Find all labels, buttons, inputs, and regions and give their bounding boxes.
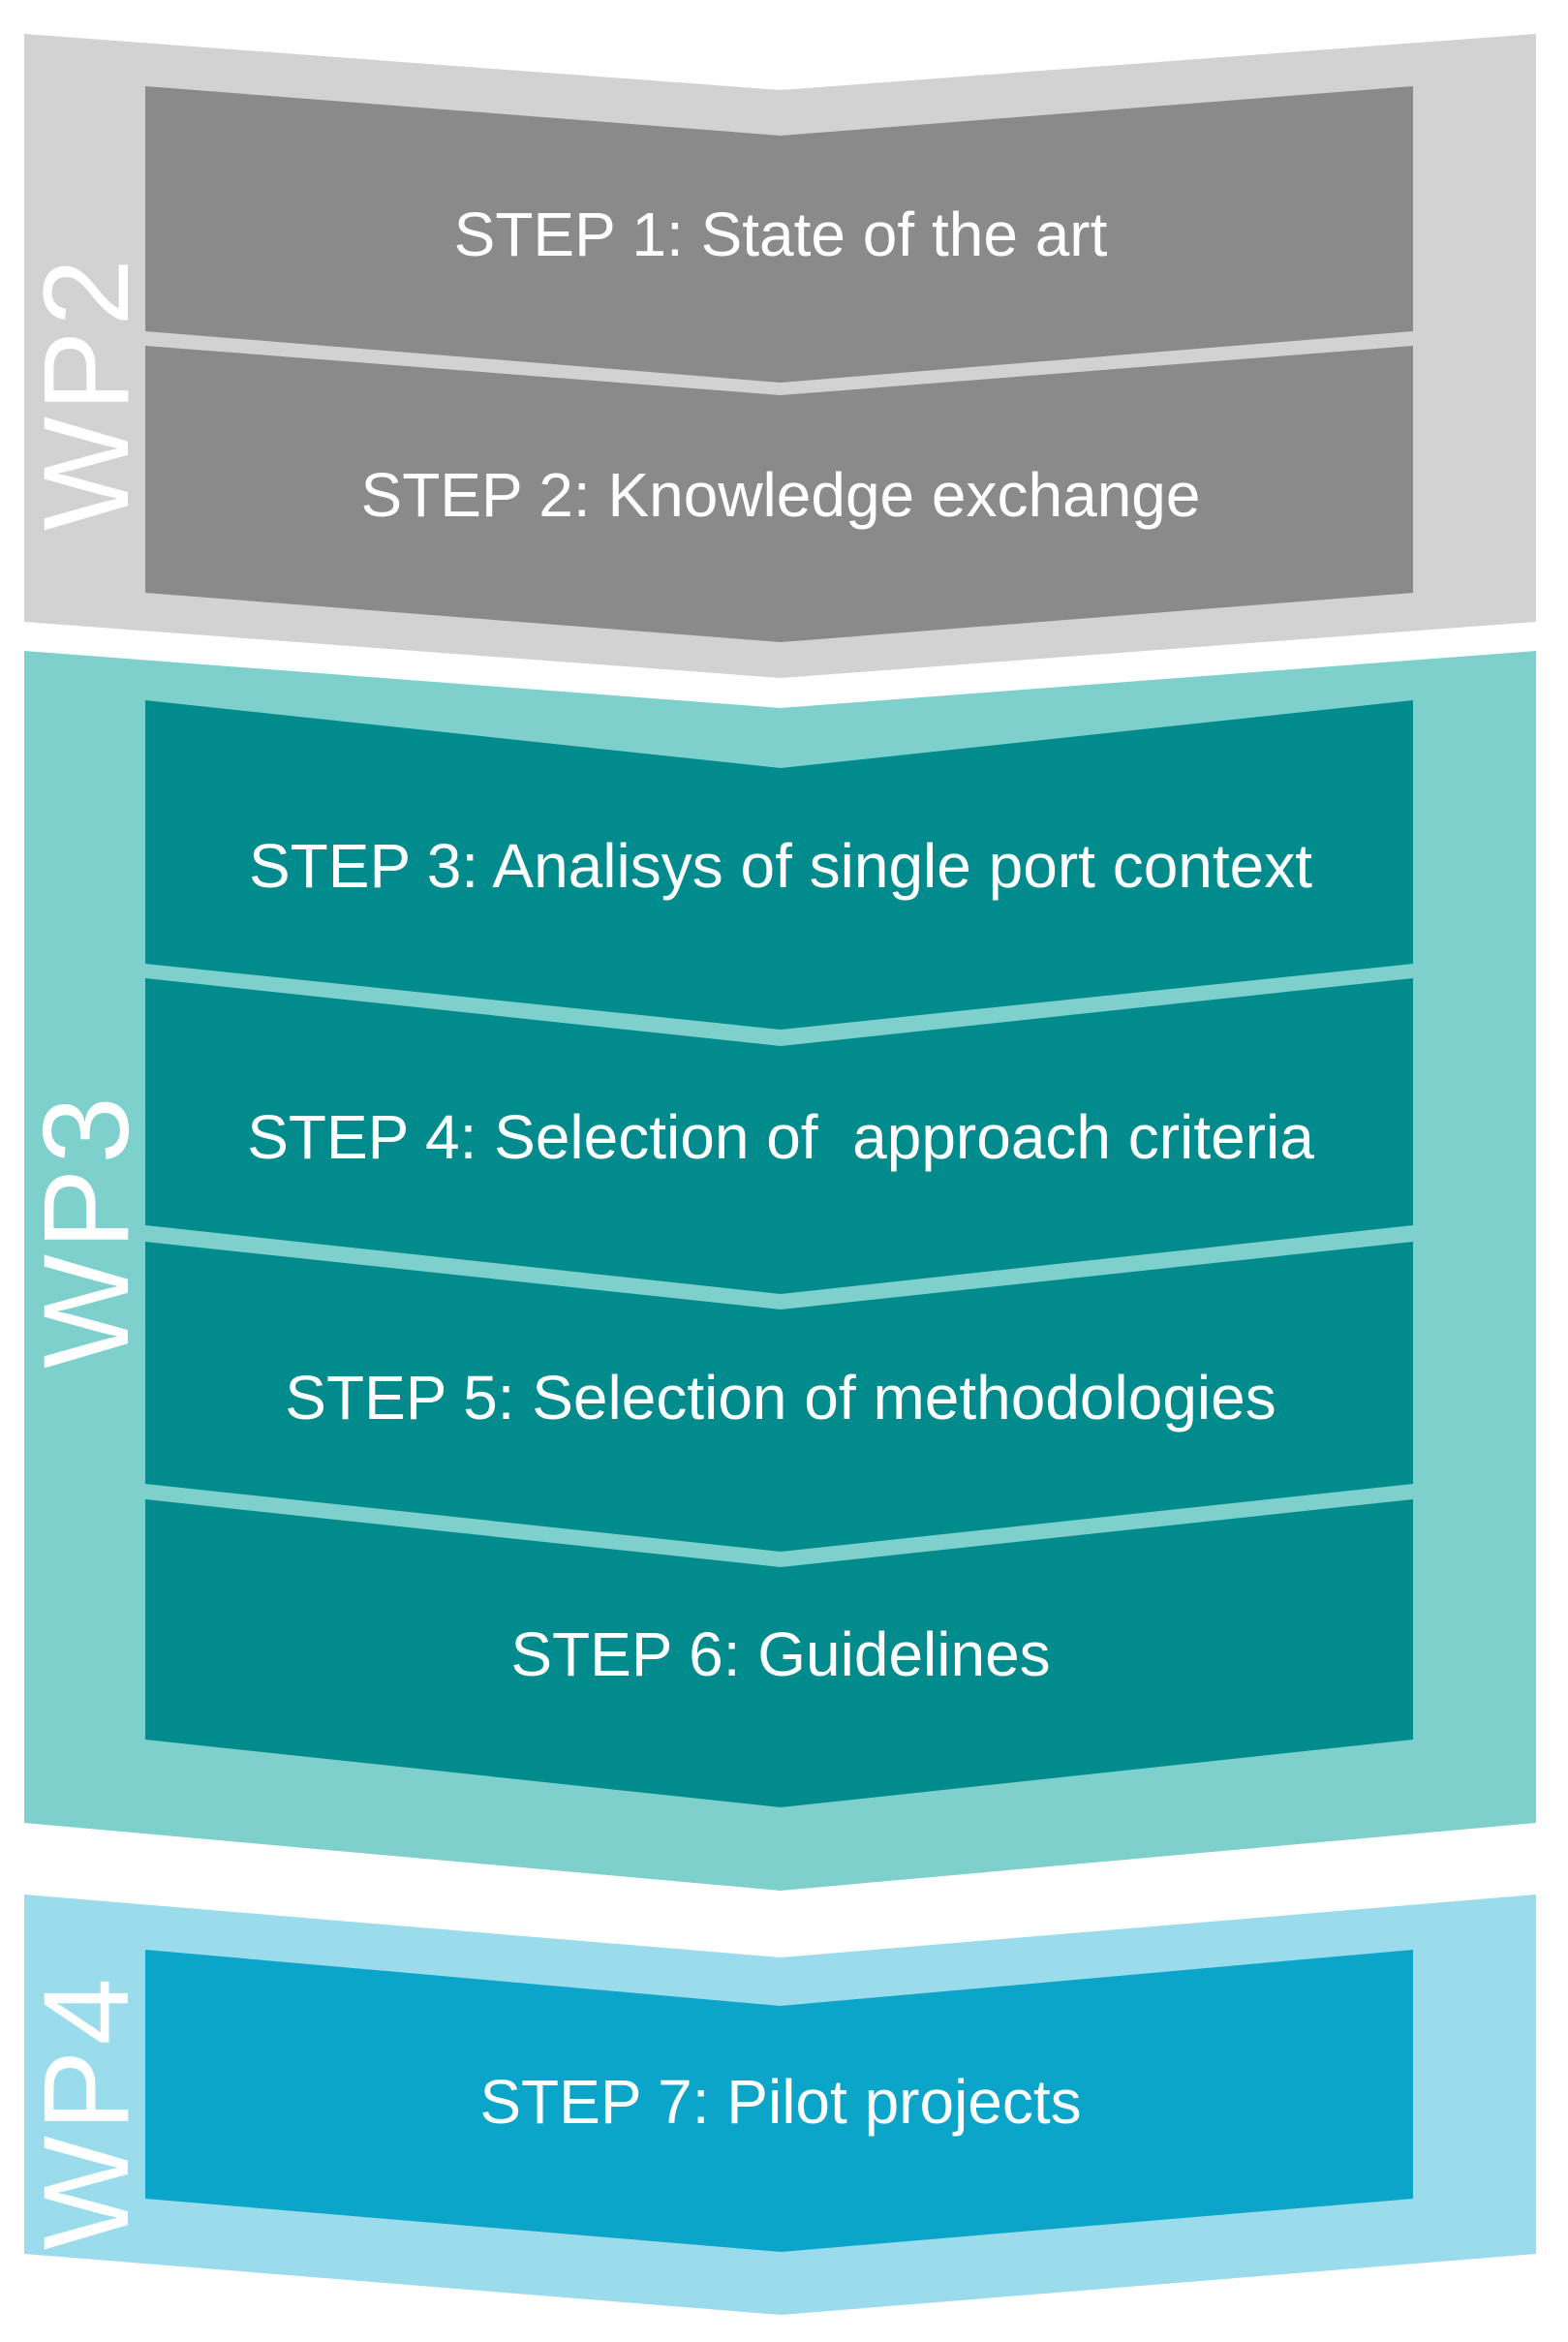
step7-label: STEP 7: Pilot projects [479, 2067, 1081, 2137]
diagram-labels: STEP 1: State of the art STEP 2: Knowled… [19, 200, 1314, 2250]
wp2-label: WP2 [19, 254, 154, 531]
wp3-step4-chevron [145, 978, 1413, 1294]
wp3-step6-chevron [145, 1499, 1413, 1807]
wp2-step2-chevron [145, 346, 1413, 642]
wp2-step1-chevron [145, 86, 1413, 383]
wp3-step3-chevron [145, 700, 1413, 1030]
wp4-step7-chevron [145, 1950, 1413, 2252]
wp3-label: WP3 [19, 1092, 154, 1369]
wp4-label: WP4 [19, 1973, 154, 2250]
step3-label: STEP 3: Analisys of single port context [249, 831, 1312, 901]
wp3-step5-chevron [145, 1242, 1413, 1552]
step6-label: STEP 6: Guidelines [510, 1619, 1050, 1689]
step5-label: STEP 5: Selection of methodologies [285, 1363, 1276, 1433]
step4-label: STEP 4: Selection of approach criteria [247, 1102, 1314, 1172]
step2-label: STEP 2: Knowledge exchange [361, 460, 1201, 530]
step1-label: STEP 1: State of the art [454, 200, 1108, 269]
